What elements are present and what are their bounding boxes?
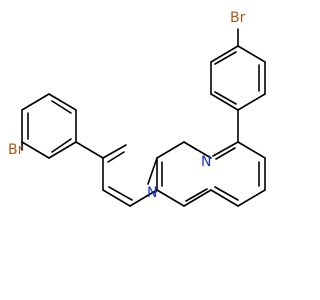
bond-line (237, 93, 266, 111)
bond-line (183, 189, 212, 207)
bromine-label-top: Br (230, 10, 246, 26)
bond-line (51, 100, 72, 114)
bond-line (237, 189, 266, 207)
bond-line (237, 141, 266, 159)
bond-line (214, 91, 237, 105)
bromine-label-left: Br (8, 142, 24, 158)
molecule-structure-diagram: Br Br N N (8, 10, 266, 207)
bond-line (237, 45, 266, 63)
bond-line (75, 141, 104, 159)
bond-line (147, 157, 158, 185)
bond-line (185, 188, 208, 202)
bond-line (108, 186, 133, 201)
bond-line (210, 189, 239, 207)
bond-line (107, 151, 125, 163)
bond-line (214, 186, 239, 201)
bond-line (215, 147, 236, 160)
bond-line (48, 141, 77, 159)
nitrogen-label-lower: N (147, 185, 157, 201)
bond-lines (21, 28, 266, 207)
bond-line (102, 189, 131, 207)
bond-line (21, 141, 50, 159)
bond-line (214, 51, 237, 65)
bond-line (21, 93, 50, 111)
bond-line (48, 93, 77, 111)
bond-line (156, 141, 185, 159)
nitrogen-label-upper: N (201, 154, 211, 170)
bond-line (156, 189, 185, 207)
bond-line (212, 141, 239, 157)
bond-line (183, 141, 198, 151)
atom-labels: Br Br N N (8, 10, 246, 201)
bond-line (210, 45, 239, 63)
bond-line (51, 138, 72, 153)
bond-line (154, 189, 158, 194)
bond-line (210, 93, 239, 111)
bond-line (129, 189, 158, 207)
bond-line (102, 144, 127, 159)
